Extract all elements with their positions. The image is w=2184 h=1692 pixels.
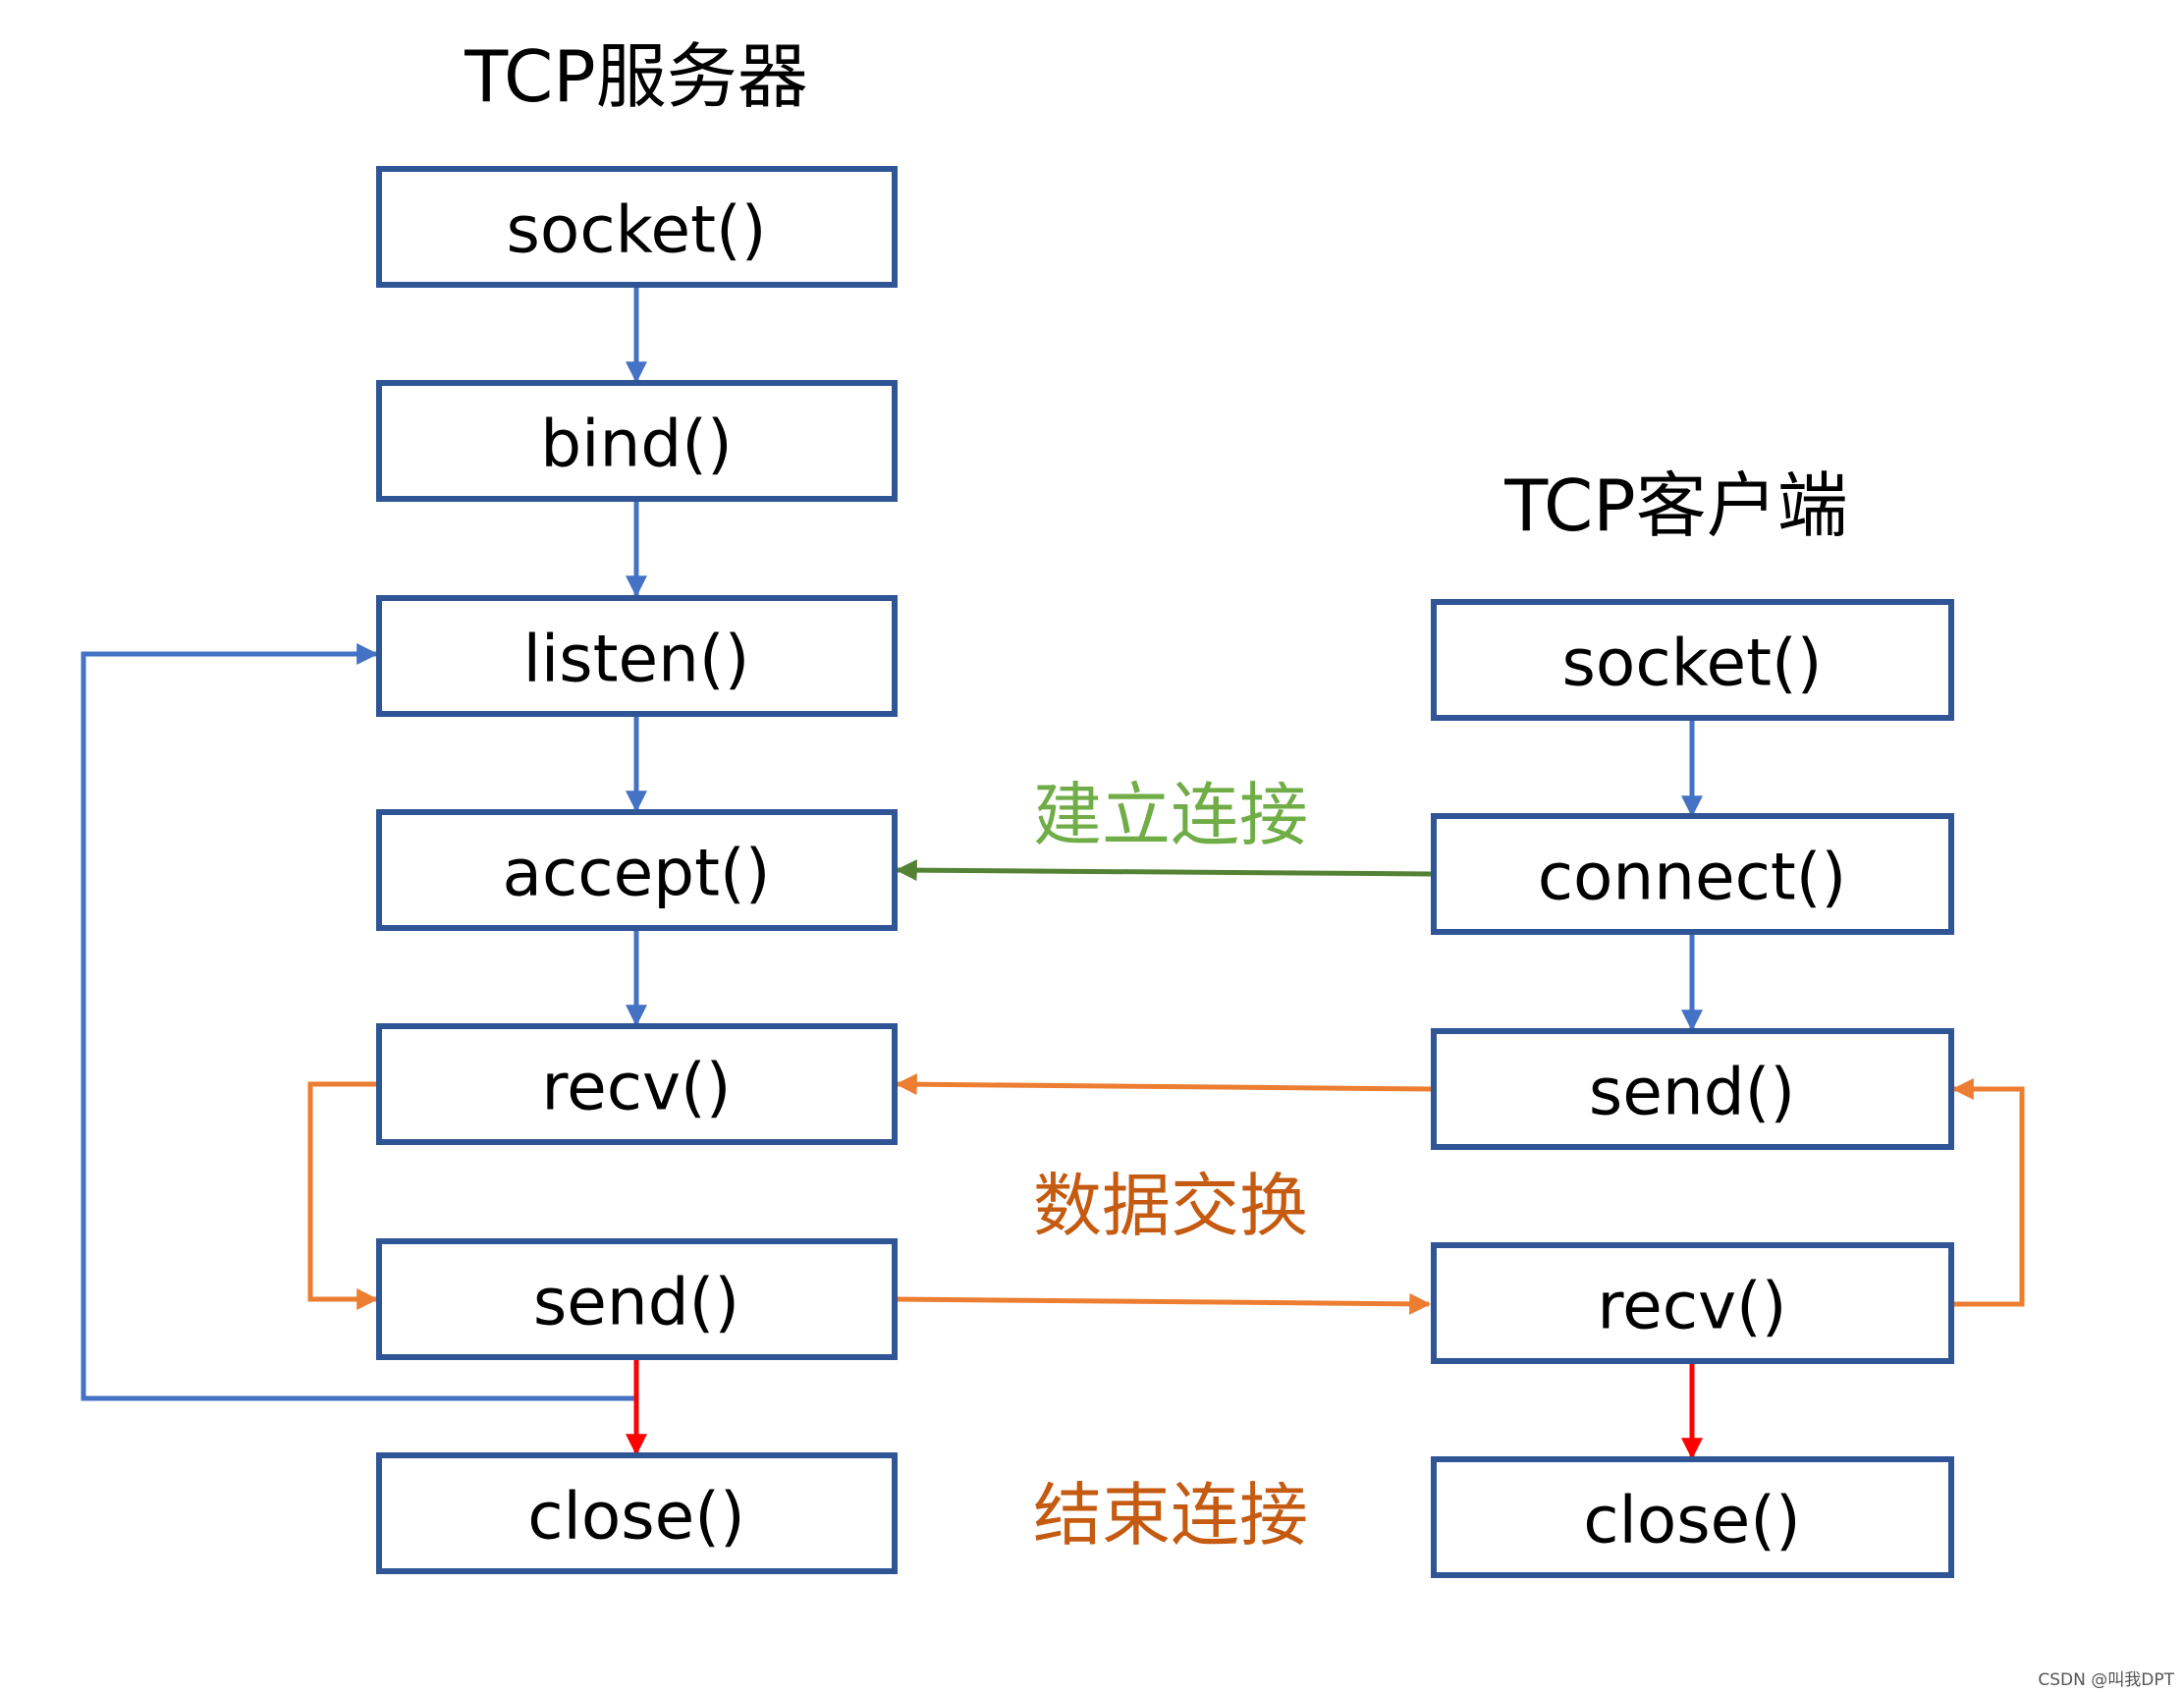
client-close-box: close() xyxy=(1431,1456,1954,1578)
client-socket-box: socket() xyxy=(1431,599,1954,721)
phase-exchange-label: 数据交换 xyxy=(1033,1166,1308,1246)
client-send-box: send() xyxy=(1431,1028,1954,1150)
client-connect-label: connect() xyxy=(1538,840,1847,915)
phase-close-label: 结束连接 xyxy=(1033,1475,1308,1556)
arrow-server-recv-to-send xyxy=(307,1081,379,1311)
arrow-client-send-to-server-recv xyxy=(895,1073,1433,1096)
client-title: TCP客户端 xyxy=(1503,464,1847,547)
client-connect-box: connect() xyxy=(1431,813,1954,935)
arrow-server-loop-to-listen xyxy=(81,642,636,1401)
client-close-label: close() xyxy=(1583,1483,1801,1558)
server-bind-box: bind() xyxy=(376,380,898,502)
server-title: TCP服务器 xyxy=(464,35,807,118)
watermark: CSDN @叫我DPT xyxy=(2038,1670,2174,1690)
server-recv-box: recv() xyxy=(376,1023,898,1145)
arrow-client-recv-to-send xyxy=(1951,1077,2025,1307)
server-socket-label: socket() xyxy=(507,192,767,268)
server-recv-label: recv() xyxy=(541,1050,731,1125)
arrow-connect-to-accept xyxy=(895,859,1433,882)
server-send-label: send() xyxy=(533,1265,739,1340)
phase-connect-label: 建立连接 xyxy=(1033,775,1308,855)
client-socket-label: socket() xyxy=(1562,626,1823,701)
server-bind-label: bind() xyxy=(540,407,732,482)
server-accept-box: accept() xyxy=(376,809,898,931)
server-accept-label: accept() xyxy=(503,836,771,911)
server-listen-label: listen() xyxy=(523,622,750,697)
client-send-label: send() xyxy=(1589,1055,1795,1130)
server-close-box: close() xyxy=(376,1452,898,1574)
client-recv-box: recv() xyxy=(1431,1242,1954,1364)
client-recv-label: recv() xyxy=(1597,1269,1786,1344)
arrow-server-send-to-client-recv xyxy=(894,1292,1432,1315)
server-listen-box: listen() xyxy=(376,595,898,717)
server-send-box: send() xyxy=(376,1238,898,1360)
server-close-label: close() xyxy=(527,1479,745,1555)
server-socket-box: socket() xyxy=(376,166,898,288)
